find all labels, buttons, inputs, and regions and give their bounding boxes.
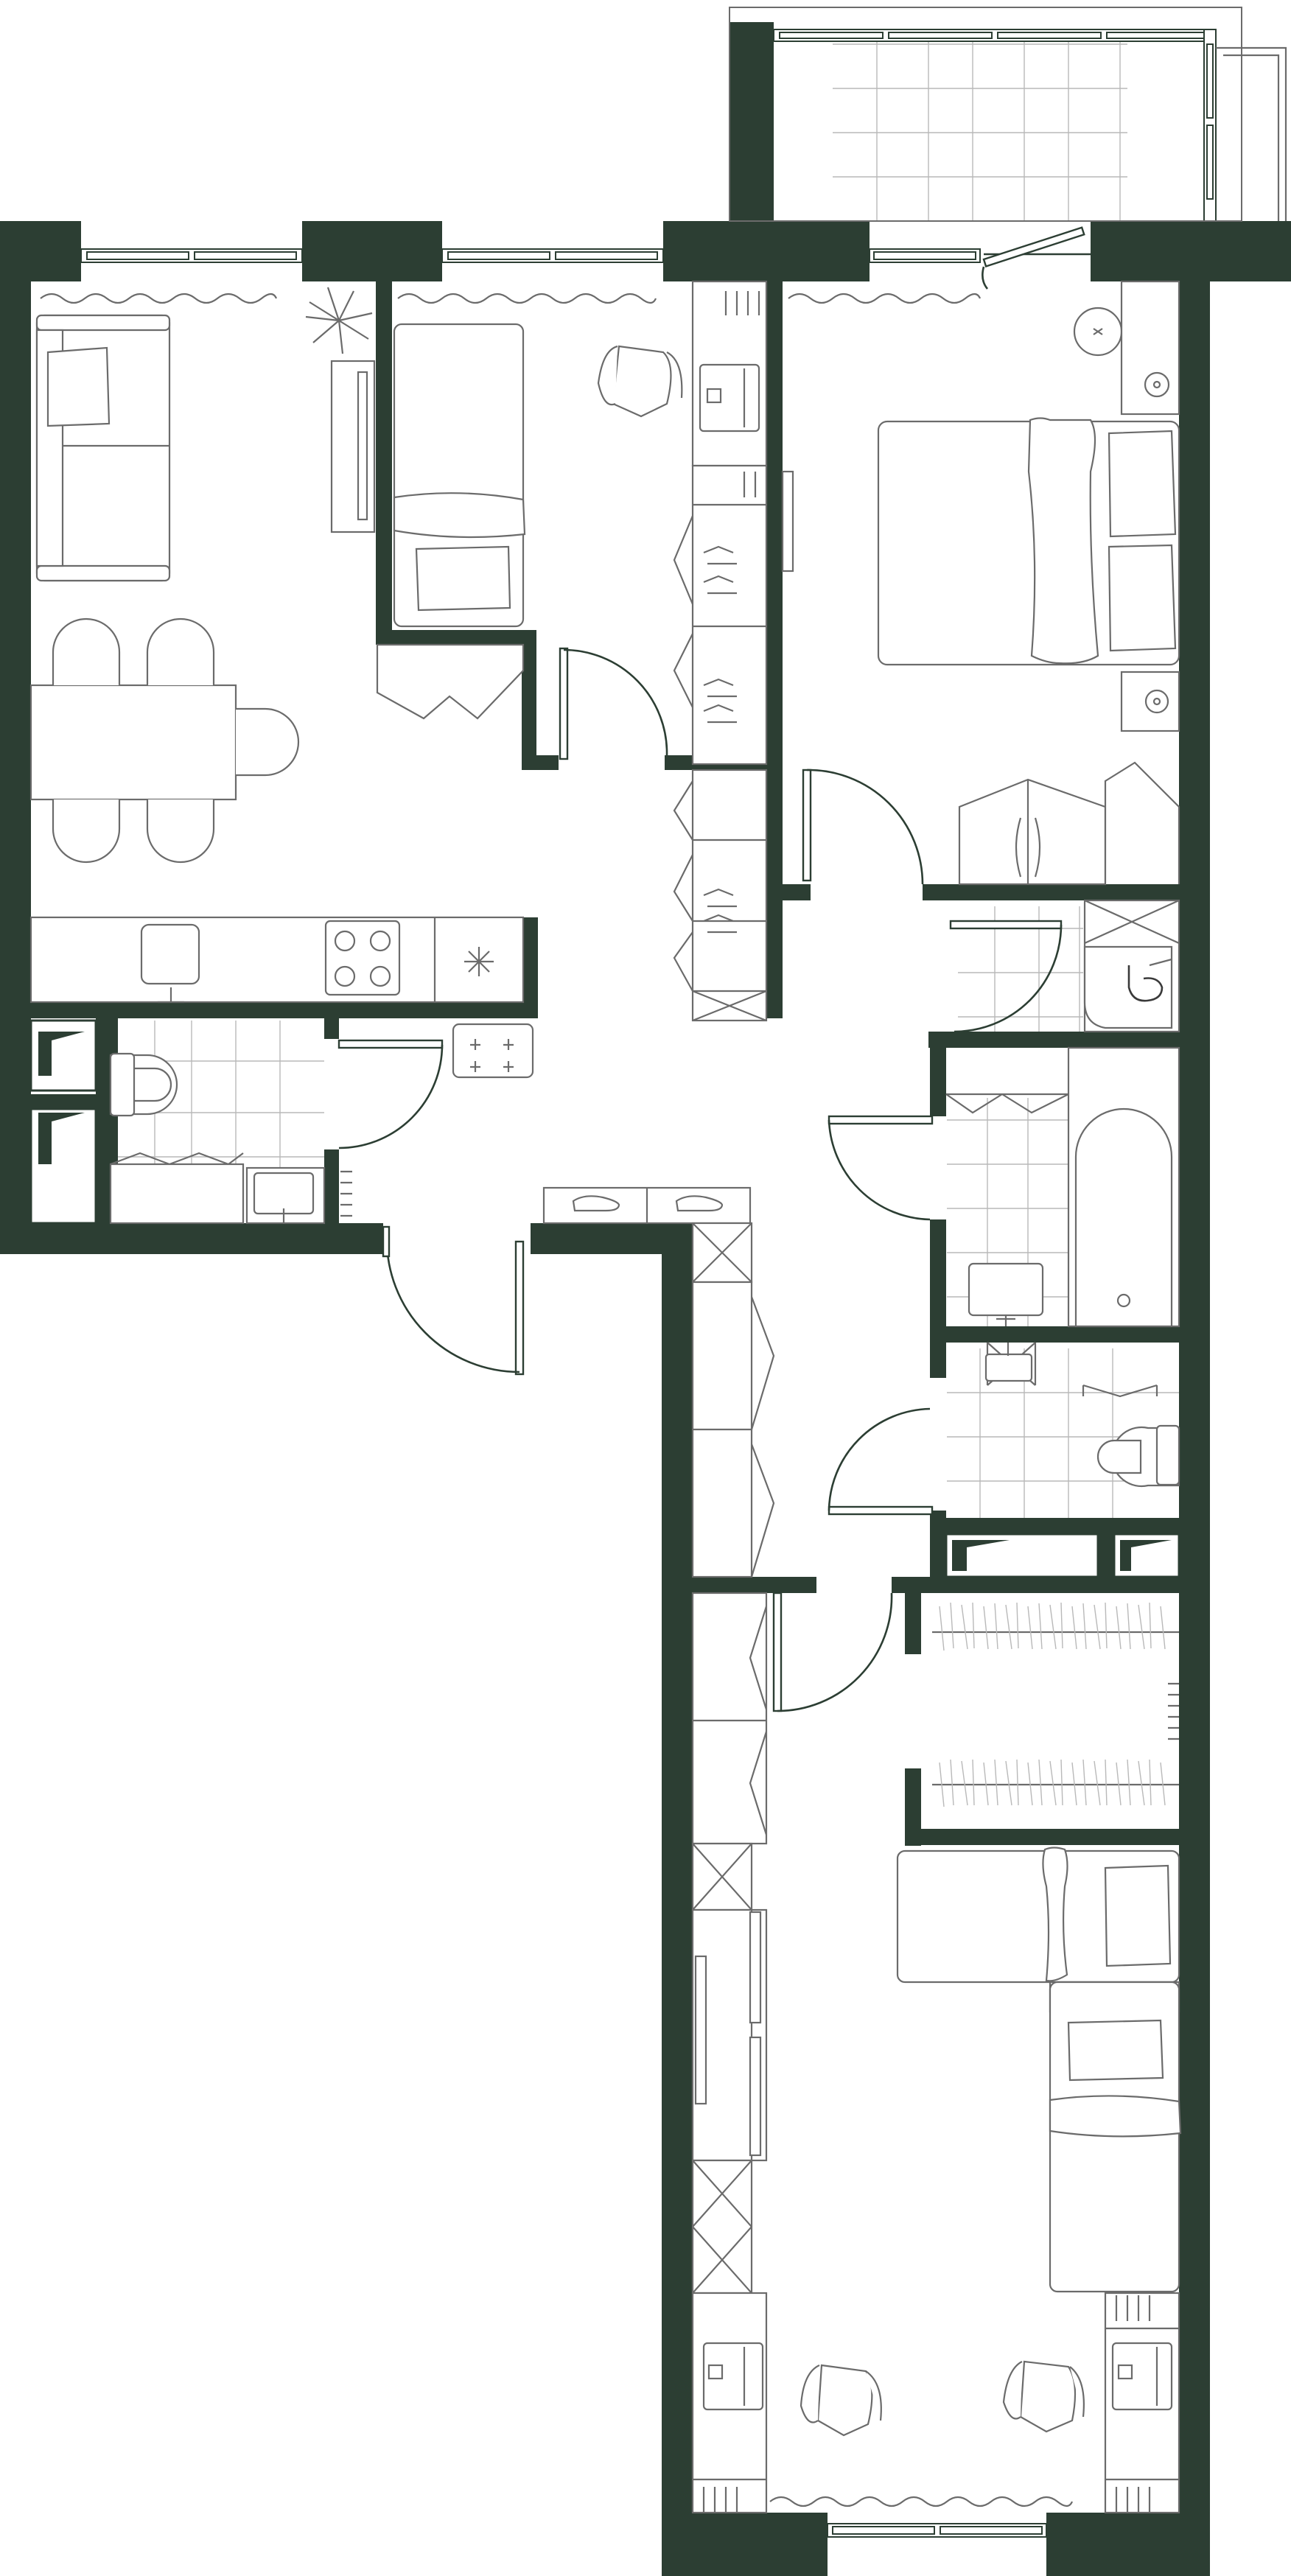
master-wardrobe [958,761,1180,886]
bedroom-1 [376,280,768,720]
curtain-b1 [397,293,657,304]
kitchen-counter [29,916,525,1004]
corner-wardrobe-b1 [376,643,525,720]
desk-right [1104,2292,1180,2514]
windows [80,7,1287,2538]
plant [305,287,373,354]
door-bathroom [828,1115,934,1221]
nightstand-top [1120,280,1180,416]
living-room [29,287,525,1004]
bed-top [896,1847,1180,1984]
door-bedroom1 [559,647,668,760]
sofa [35,314,171,582]
window-bottom [827,2523,1047,2538]
door-entrance [382,1225,525,1376]
bed-bottom [1049,1981,1182,2293]
entrance-hall [452,1023,775,1578]
double-bed [877,417,1180,666]
window-bedroom1 [441,248,664,263]
hangers-top [939,1602,1166,1651]
shower-room [1083,899,1180,1033]
chair-right [1002,2360,1085,2433]
hangers-bottom [939,1759,1166,1807]
curtain-b3 [769,2496,1074,2507]
desk-left [691,2292,768,2514]
balcony-glazing [729,7,1287,222]
corridor-wardrobes [691,1592,768,2295]
door-closet [772,1592,893,1712]
door-shower [949,920,1063,1033]
curtain [40,293,278,304]
wc1 [109,1052,352,1225]
ventilation-shafts [29,1019,1180,1578]
mirror-panel [781,470,794,573]
tv-stand [330,360,376,533]
nightstand-bottom [1120,671,1180,732]
balcony-tiles [833,37,1127,222]
chair-left [800,2364,882,2437]
balcony-door [982,226,1091,290]
bedroom-3 [691,1847,1182,2514]
door-wc2 [828,1407,934,1516]
master-bedroom [781,280,1180,886]
wc2 [984,1342,1180,1488]
walls [0,22,1291,2576]
bedroom1-desk [691,280,768,467]
desk-chair [597,345,683,418]
hall-wardrobe [673,464,768,1022]
window-living [80,248,303,263]
window-master [869,248,981,263]
curtain-master [788,293,982,304]
door-master [802,769,924,885]
bed-single [393,323,526,628]
dining-set [29,617,300,864]
bathroom [945,1046,1180,1328]
walk-in-closet [932,1602,1179,1807]
door-wc1 [337,1039,444,1149]
doors [337,647,1063,1712]
